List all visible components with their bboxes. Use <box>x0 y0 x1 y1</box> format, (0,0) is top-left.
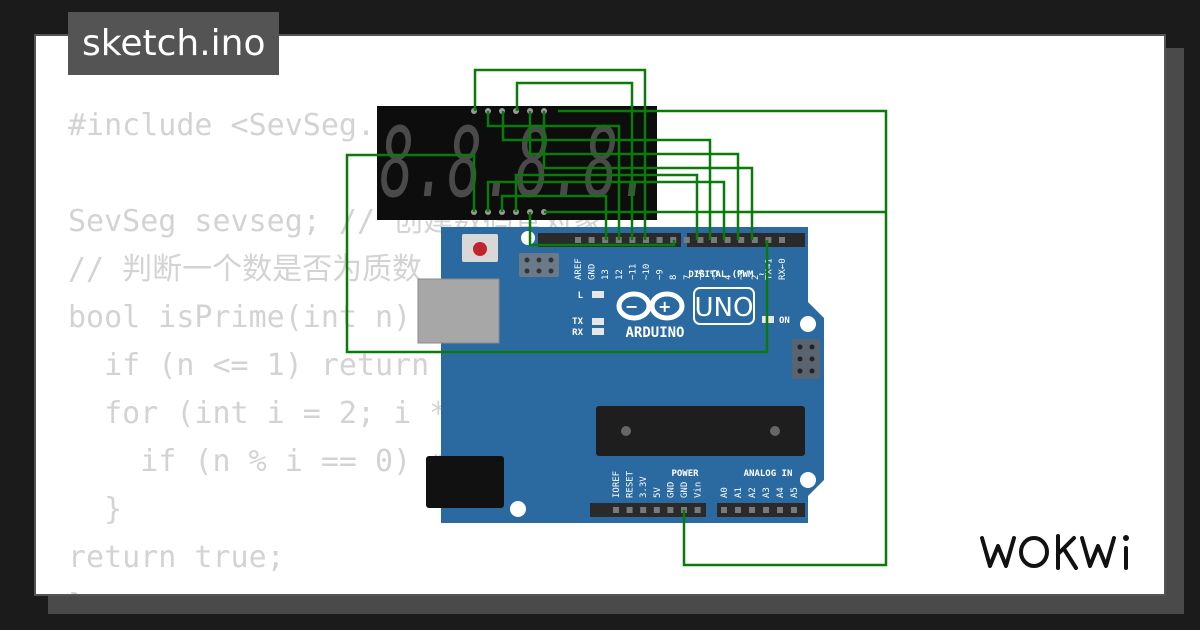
power-jack <box>426 456 504 508</box>
pin-label: 12 <box>615 269 625 280</box>
wokwi-logo <box>980 534 1129 570</box>
analog-header-label: ANALOG IN <box>744 469 793 479</box>
header-pin[interactable] <box>656 237 663 243</box>
header-pin[interactable] <box>749 507 755 513</box>
wire <box>501 111 712 240</box>
wire <box>500 194 608 240</box>
pin-label: GND <box>588 264 598 280</box>
header-pin[interactable] <box>575 237 581 243</box>
code-line: return true; <box>68 540 285 575</box>
pin-label: 4 <box>724 275 734 280</box>
header-pin[interactable] <box>751 237 758 243</box>
pin-label: RESET <box>626 470 636 498</box>
pin-label: ~3 <box>737 269 747 280</box>
svg-text:+: + <box>658 297 671 316</box>
header-pin[interactable] <box>653 507 660 513</box>
header-pin[interactable] <box>721 507 727 513</box>
pin-label: ~5 <box>710 269 720 280</box>
code-line: } <box>68 582 718 594</box>
header-pin[interactable] <box>626 507 633 513</box>
wire <box>514 173 699 240</box>
pin-label: A0 <box>720 487 730 498</box>
pin-label: 2 <box>751 275 761 280</box>
board-brand-label: ARDUINO <box>625 325 684 341</box>
led-tx-label: TX <box>572 317 583 327</box>
header-pin[interactable] <box>694 507 701 513</box>
atmega-chip <box>596 406 805 456</box>
pin-label: A3 <box>762 487 772 498</box>
header-pin[interactable] <box>588 237 595 243</box>
wire <box>558 109 888 567</box>
pin-label: GND <box>666 482 676 498</box>
led-l-label: L <box>578 291 584 301</box>
pin-label: TX→1 <box>764 258 774 280</box>
header-pin[interactable] <box>738 237 745 243</box>
digital-header-label: DIGITAL (PWM ~) <box>688 270 769 280</box>
arduino-uno-board[interactable]: − + UNO ARDUINO L TX RX ON DIGITAL (PWM … <box>417 227 824 523</box>
pin-label: 13 <box>601 269 611 280</box>
header-pin[interactable] <box>724 237 731 243</box>
svg-text:−: − <box>625 297 638 316</box>
power-header-label: POWER <box>671 469 699 479</box>
pin-label: 3.3V <box>639 476 649 498</box>
header-pin[interactable] <box>613 507 619 513</box>
wire <box>528 111 740 240</box>
pin-label: 7 <box>683 275 693 280</box>
pin-label: A2 <box>748 487 758 498</box>
board-model-label: UNO <box>695 293 754 323</box>
pin-label: A4 <box>776 487 786 498</box>
header-pin[interactable] <box>765 237 772 243</box>
usb-connector <box>417 278 500 344</box>
pin-label: Vin <box>694 482 704 498</box>
header-pin[interactable] <box>697 237 704 243</box>
led-on-label: ON <box>779 316 790 326</box>
pin-label: IOREF <box>612 471 622 498</box>
wire <box>515 81 634 240</box>
pin-label: 8 <box>669 275 679 280</box>
header-pin[interactable] <box>683 237 690 243</box>
pin-label: ~9 <box>656 269 666 280</box>
header-pin[interactable] <box>667 507 674 513</box>
wire <box>528 212 676 247</box>
pin-label: 5V <box>653 487 663 498</box>
pin-label: GND <box>680 482 690 498</box>
header-pin[interactable] <box>791 507 797 513</box>
header-pin[interactable] <box>763 507 769 513</box>
header-pin[interactable] <box>640 507 647 513</box>
wires <box>345 68 888 567</box>
header-pin[interactable] <box>779 237 785 243</box>
pin-label: RX←0 <box>778 258 788 280</box>
pin-label: A5 <box>790 487 800 498</box>
pin-label: ~6 <box>696 269 706 280</box>
sketch-title: sketch.ino <box>68 12 280 75</box>
pin-label: AREF <box>574 258 584 280</box>
wire <box>542 111 754 240</box>
header-pin[interactable] <box>711 237 717 243</box>
led-rx-label: RX <box>572 328 583 338</box>
pin-label: ~10 <box>642 264 652 280</box>
code-line: } <box>68 492 123 527</box>
wire <box>345 153 769 354</box>
code-line: // 判断一个数是否为质数 <box>68 252 423 287</box>
header-pin[interactable] <box>735 507 741 513</box>
pin-label: ~11 <box>628 264 638 280</box>
header-pin[interactable] <box>777 507 783 513</box>
pin-label: A1 <box>734 487 744 498</box>
